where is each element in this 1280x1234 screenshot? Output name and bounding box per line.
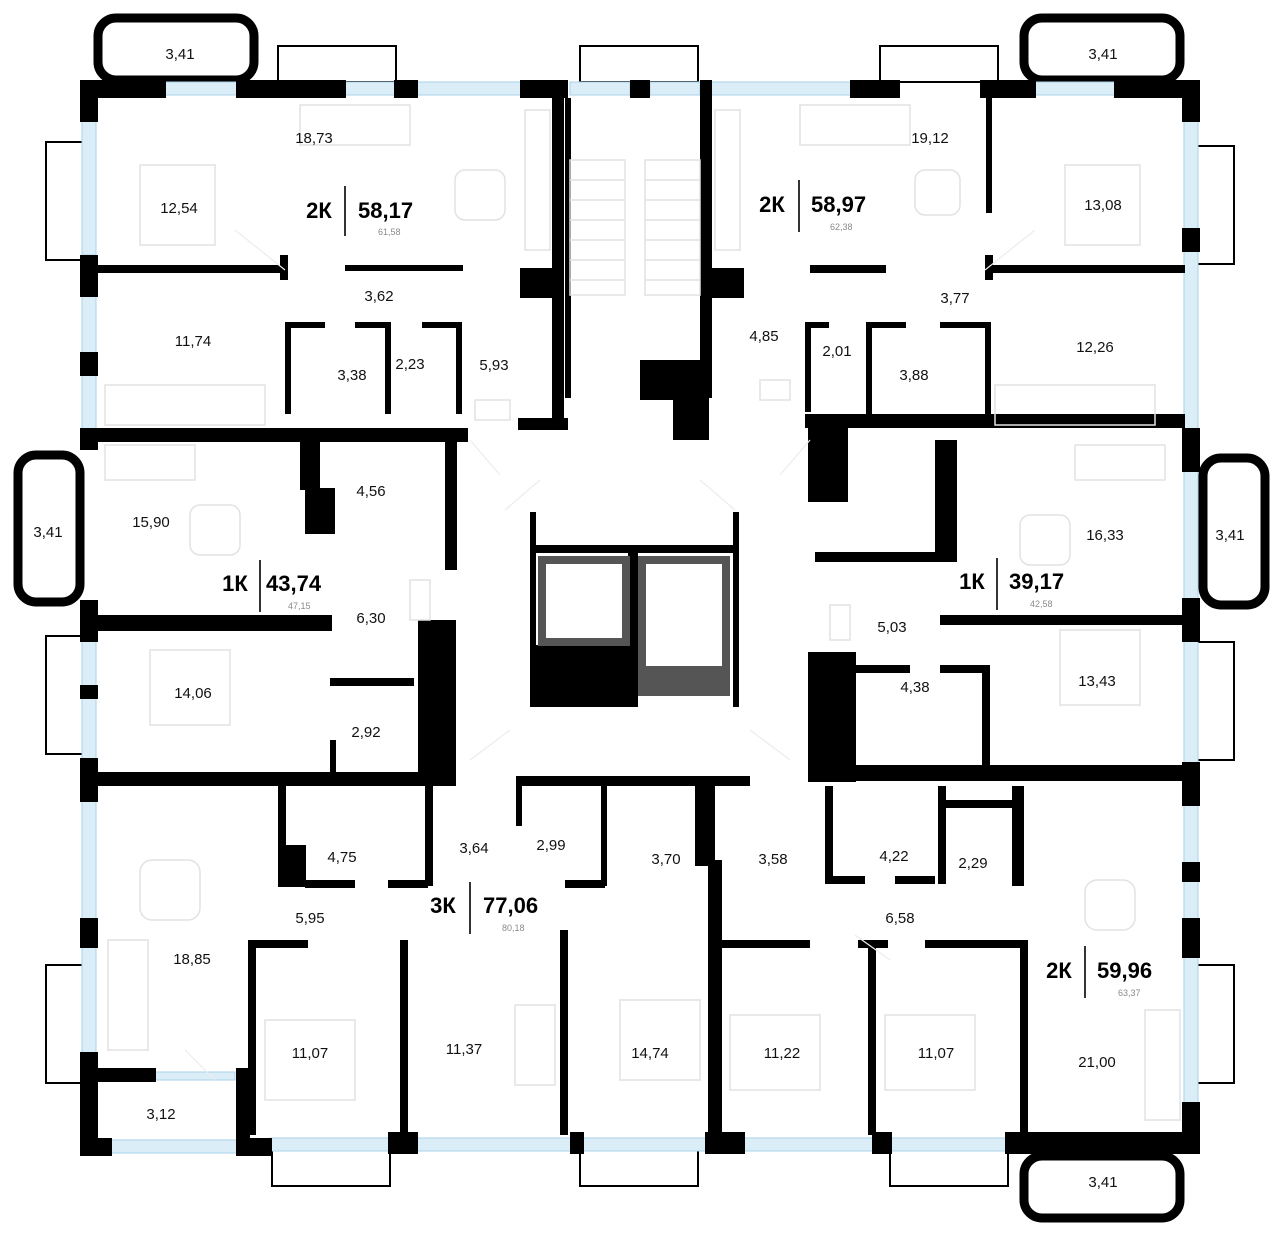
walls bbox=[80, 80, 1200, 1156]
room-area: 5,95 bbox=[295, 910, 324, 927]
apartment-label-w: 1К 43,74 47,15 bbox=[222, 560, 322, 612]
room-area: 3,41 bbox=[165, 46, 194, 63]
apartment-label-ne: 2К 58,97 62,38 bbox=[759, 180, 866, 232]
room-area: 18,73 bbox=[295, 130, 333, 147]
apartment-type: 3К bbox=[430, 893, 456, 918]
apartment-area: 58,17 bbox=[358, 198, 413, 223]
apartment-type: 1К bbox=[222, 571, 248, 596]
room-area: 21,00 bbox=[1078, 1054, 1116, 1071]
apartment-type: 1К bbox=[959, 569, 985, 594]
room-area: 4,75 bbox=[327, 849, 356, 866]
apartment-gross-area: 42,58 bbox=[1030, 599, 1053, 609]
room-area: 6,58 bbox=[885, 910, 914, 927]
room-area: 3,58 bbox=[758, 851, 787, 868]
room-area: 18,85 bbox=[173, 951, 211, 968]
room-area: 16,33 bbox=[1086, 527, 1124, 544]
apartment-gross-area: 61,58 bbox=[378, 227, 401, 237]
room-area: 12,26 bbox=[1076, 339, 1114, 356]
room-area: 11,07 bbox=[918, 1045, 954, 1062]
room-area: 2,99 bbox=[536, 837, 565, 854]
apartment-gross-area: 47,15 bbox=[288, 601, 311, 611]
room-area: 19,12 bbox=[911, 130, 949, 147]
room-area: 2,92 bbox=[351, 724, 380, 741]
apartment-area: 43,74 bbox=[266, 571, 322, 596]
door-swings bbox=[184, 229, 1036, 1081]
room-area: 15,90 bbox=[132, 514, 170, 531]
room-area: 3,38 bbox=[337, 367, 366, 384]
staircase bbox=[569, 159, 701, 296]
room-area: 3,70 bbox=[651, 851, 680, 868]
room-area: 3,88 bbox=[899, 367, 928, 384]
room-area: 6,30 bbox=[356, 610, 385, 627]
room-area: 3,64 bbox=[459, 840, 488, 857]
room-area: 5,03 bbox=[877, 619, 906, 636]
apartment-gross-area: 62,38 bbox=[830, 222, 853, 232]
room-area: 4,56 bbox=[356, 483, 385, 500]
room-area: 2,29 bbox=[958, 855, 987, 872]
apartment-area: 59,96 bbox=[1097, 958, 1152, 983]
room-area: 2,01 bbox=[822, 343, 851, 360]
apartment-label-e: 1К 39,17 42,58 bbox=[959, 558, 1064, 610]
room-area: 11,74 bbox=[175, 333, 211, 350]
apartment-gross-area: 80,18 bbox=[502, 923, 525, 933]
room-area: 3,41 bbox=[1088, 46, 1117, 63]
room-area: 3,41 bbox=[33, 524, 62, 541]
room-area: 2,23 bbox=[395, 356, 424, 373]
room-area: 11,07 bbox=[292, 1045, 328, 1062]
lift-core bbox=[538, 556, 730, 696]
apartment-type: 2К bbox=[1046, 958, 1072, 983]
room-area: 4,38 bbox=[900, 679, 929, 696]
apartment-label-nw: 2К 58,17 61,58 bbox=[306, 186, 413, 237]
room-area: 4,22 bbox=[879, 848, 908, 865]
apartment-gross-area: 63,37 bbox=[1118, 988, 1141, 998]
room-area: 3,77 bbox=[940, 290, 969, 307]
room-area: 3,41 bbox=[1215, 527, 1244, 544]
room-area: 3,62 bbox=[364, 288, 393, 305]
apartment-area: 58,97 bbox=[811, 192, 866, 217]
room-area: 14,74 bbox=[631, 1045, 669, 1062]
room-area: 4,85 bbox=[749, 328, 778, 345]
room-area: 12,54 bbox=[160, 200, 198, 217]
room-area: 3,12 bbox=[146, 1106, 175, 1123]
apartment-area: 77,06 bbox=[483, 893, 538, 918]
apartment-label-s: 3К 77,06 80,18 bbox=[430, 882, 538, 934]
room-area: 11,37 bbox=[446, 1041, 482, 1058]
apartment-type: 2К bbox=[759, 192, 785, 217]
room-labels: 3,41 3,41 18,73 12,54 3,62 11,74 3,38 2,… bbox=[33, 46, 1244, 1191]
furniture bbox=[104, 104, 1181, 1121]
room-area: 13,43 bbox=[1078, 673, 1116, 690]
room-area: 13,08 bbox=[1084, 197, 1122, 214]
apartment-type: 2К bbox=[306, 198, 332, 223]
windows bbox=[81, 81, 1199, 1154]
room-area: 14,06 bbox=[174, 685, 212, 702]
room-area: 3,41 bbox=[1088, 1174, 1117, 1191]
apartment-label-se: 2К 59,96 63,37 bbox=[1046, 946, 1152, 998]
apartment-area: 39,17 bbox=[1009, 569, 1064, 594]
room-area: 11,22 bbox=[764, 1045, 800, 1062]
room-area: 5,93 bbox=[479, 357, 508, 374]
